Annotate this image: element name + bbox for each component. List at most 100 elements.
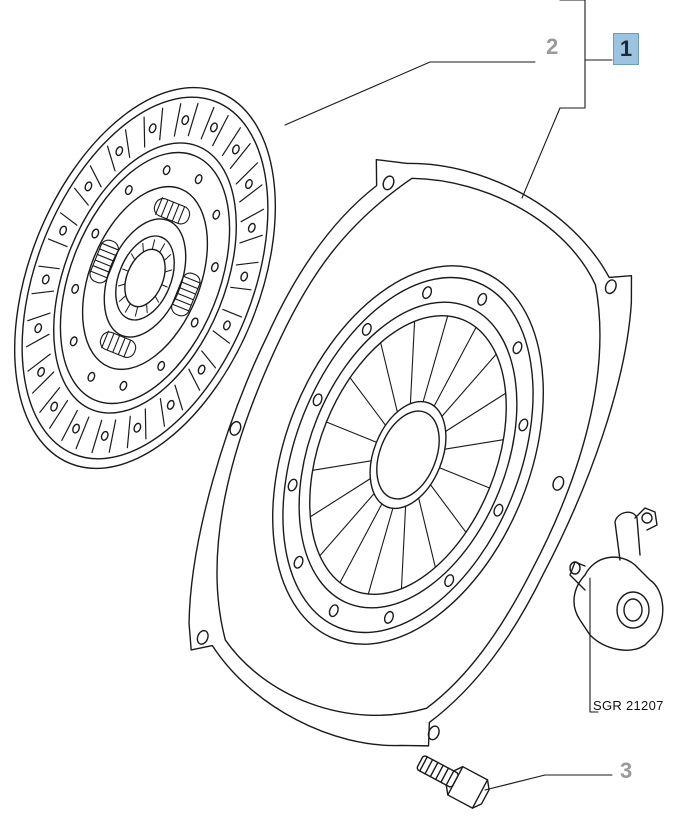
diaphragm-finger — [309, 478, 371, 518]
disc-rivet — [72, 423, 81, 434]
reference-code: SGR 21207 — [593, 698, 664, 713]
plate-lug-hole — [427, 725, 440, 741]
disc-slot — [240, 208, 265, 223]
release-bearing — [569, 507, 664, 651]
disc-slot — [38, 265, 60, 270]
disc-rivet — [209, 122, 218, 133]
hub-rivet — [91, 228, 100, 239]
disc-rivet — [133, 422, 142, 433]
diaphragm-finger — [380, 342, 398, 413]
disc-slot — [75, 416, 90, 450]
clutch-disc — [13, 86, 277, 470]
plate-rivet — [293, 555, 304, 569]
diaphragm-finger — [418, 497, 436, 568]
disc-rivet — [37, 366, 46, 378]
plate-rivet — [493, 503, 504, 517]
disc-slot — [212, 330, 231, 344]
plate-rivet — [422, 286, 433, 300]
hub-spline — [142, 242, 144, 253]
diaphragm-finger — [349, 377, 387, 426]
hub-spline — [159, 243, 166, 253]
diaphragm-finger — [444, 439, 504, 450]
disc-rivet — [240, 271, 249, 282]
diaphragm-finger — [400, 505, 407, 590]
disc-slot — [200, 106, 215, 140]
hub-rivet — [162, 165, 171, 176]
hub-spline — [164, 269, 173, 273]
disc-slot — [174, 384, 184, 411]
plate-rivet — [383, 610, 394, 624]
hub-rivet — [190, 317, 199, 328]
disc-slot — [73, 187, 89, 206]
hub-rivet — [119, 380, 128, 391]
plate-rivet — [328, 604, 339, 618]
disc-slot — [106, 145, 116, 172]
disc-slot — [222, 308, 243, 318]
disc-slot — [59, 212, 78, 226]
disc-slot — [25, 333, 50, 348]
disc-slot — [159, 397, 166, 427]
disc-slot — [235, 261, 259, 266]
hub-spline — [117, 283, 126, 287]
hub-spline — [163, 254, 172, 261]
disc-slot — [144, 408, 147, 440]
pressure-plate — [188, 158, 633, 747]
disc-slot — [173, 103, 182, 137]
disc-slot — [229, 143, 251, 169]
disc-rivet — [50, 401, 59, 412]
plate-rivet — [287, 478, 298, 492]
diaphragm-finger — [367, 507, 394, 595]
disc-rivet — [115, 146, 124, 157]
hub-rivet — [157, 360, 166, 371]
hub-spline — [151, 239, 156, 250]
plate-rivet — [444, 574, 455, 588]
disc-slot — [239, 234, 263, 244]
diaphragm-finger — [319, 493, 375, 557]
disc-slot — [31, 371, 55, 394]
disc-rivet — [59, 225, 68, 236]
hub-spline — [130, 253, 136, 261]
disc-slot — [108, 419, 117, 453]
diaphragm-finger — [422, 315, 449, 403]
disc-slot — [235, 162, 259, 185]
disc-rivet — [244, 178, 253, 190]
diaphragm-finger — [441, 353, 497, 417]
disc-slot — [49, 399, 69, 429]
diaphragm-finger — [325, 421, 378, 443]
disc-slot — [31, 290, 55, 295]
plate-lug-hole — [229, 420, 242, 436]
hub-spline — [134, 306, 139, 317]
disc-slot — [159, 107, 164, 141]
disc-rivet — [222, 320, 231, 331]
hub-spline — [124, 303, 131, 313]
disc-rivet — [166, 399, 175, 410]
disc-rivet — [34, 323, 43, 334]
plate-rivet — [477, 292, 488, 306]
diaphragm-finger — [429, 484, 467, 533]
disc-slot — [187, 102, 199, 137]
disc-rivet — [84, 181, 93, 192]
callout-2-label: 2 — [546, 34, 559, 59]
disc-slot — [188, 368, 201, 391]
hub-spline — [118, 295, 127, 302]
disc-slot — [47, 238, 68, 248]
hub-spline — [146, 303, 148, 314]
plate-lug-hole — [382, 175, 395, 191]
leader-lines — [284, 0, 613, 791]
hub-rivet — [69, 336, 78, 347]
plate-rivet — [512, 341, 523, 355]
disc-slot — [230, 286, 252, 291]
disc-slot — [126, 415, 131, 449]
disc-slot — [27, 312, 51, 322]
plate-rivet — [518, 418, 529, 432]
diaphragm-finger — [445, 392, 507, 432]
hub-rivet — [194, 174, 203, 185]
disc-slot — [239, 184, 263, 203]
plate-lug-hole — [196, 629, 209, 645]
hub-spline — [161, 284, 168, 288]
bolt — [416, 755, 490, 809]
damper-springs — [89, 197, 201, 358]
hub-rivet — [71, 283, 80, 294]
plate-rivet — [361, 322, 372, 336]
